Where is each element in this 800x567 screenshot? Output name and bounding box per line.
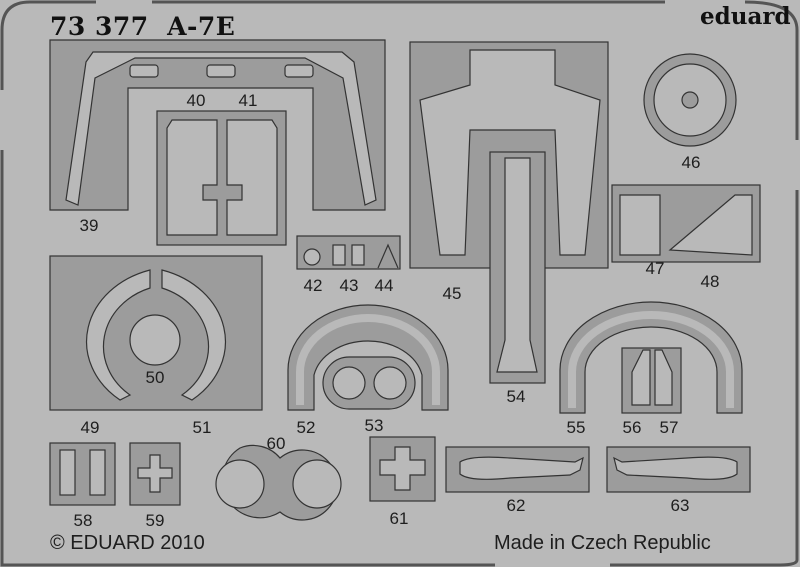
part-label: 44 [374, 276, 394, 295]
part-39-tab [284, 64, 314, 78]
part-label: 47 [645, 259, 665, 278]
part-62 [459, 456, 584, 480]
part-60-b [292, 459, 342, 509]
part-41 [226, 119, 278, 236]
part-label: 46 [681, 153, 701, 172]
part-label: 59 [145, 511, 165, 530]
part-58-b [89, 449, 106, 496]
part-53-a [332, 366, 366, 400]
part-label: 50 [145, 368, 165, 387]
part-label: 42 [303, 276, 323, 295]
part-label: 56 [622, 418, 642, 437]
part-43 [332, 244, 346, 266]
part-label: 49 [80, 418, 100, 437]
part-39-tab [129, 64, 159, 78]
part-59-cross [137, 454, 173, 493]
origin-text: Made in Czech Republic [494, 532, 711, 554]
part-label: 53 [364, 416, 384, 435]
part-55-band [568, 311, 734, 408]
part-60-a [215, 459, 265, 509]
part-47 [619, 194, 661, 256]
part-54 [496, 157, 538, 373]
part-label: 62 [506, 496, 526, 515]
kit-title: 73 377 A-7E [50, 12, 236, 41]
part-44 [377, 243, 399, 269]
part-40 [166, 119, 218, 236]
part-label: 45 [442, 284, 462, 303]
part-39-tab [206, 64, 236, 78]
part-label: 58 [73, 511, 93, 530]
part-label: 41 [238, 91, 258, 110]
part-61-cross [379, 446, 426, 491]
part-label: 57 [659, 418, 679, 437]
part-label: 63 [670, 496, 690, 515]
part-label: 39 [79, 216, 99, 235]
part-39-frame [65, 51, 377, 206]
part-52-band [296, 314, 440, 405]
part-51 [161, 269, 227, 401]
part-42 [303, 248, 321, 266]
part-58-a [59, 449, 76, 496]
part-45 [419, 49, 601, 256]
part-label: 51 [192, 418, 212, 437]
part-label: 48 [700, 272, 720, 291]
part-43b [351, 244, 365, 266]
part-63 [613, 456, 738, 480]
part-46-hub [681, 91, 699, 109]
part-48 [668, 194, 753, 256]
part-50 [129, 314, 181, 366]
part-label: 61 [389, 509, 409, 528]
part-56 [631, 349, 651, 406]
brand-logo: eduard [700, 3, 791, 30]
part-label: 54 [506, 387, 526, 406]
part-label: 52 [296, 418, 316, 437]
part-57 [654, 349, 673, 406]
copyright-text: © EDUARD 2010 [50, 532, 205, 554]
part-label: 55 [566, 418, 586, 437]
part-53-b [373, 366, 407, 400]
part-label: 40 [186, 91, 206, 110]
part-39 [49, 39, 386, 211]
part-49 [85, 269, 151, 401]
part-label: 43 [339, 276, 359, 295]
part-label: 60 [266, 434, 286, 453]
